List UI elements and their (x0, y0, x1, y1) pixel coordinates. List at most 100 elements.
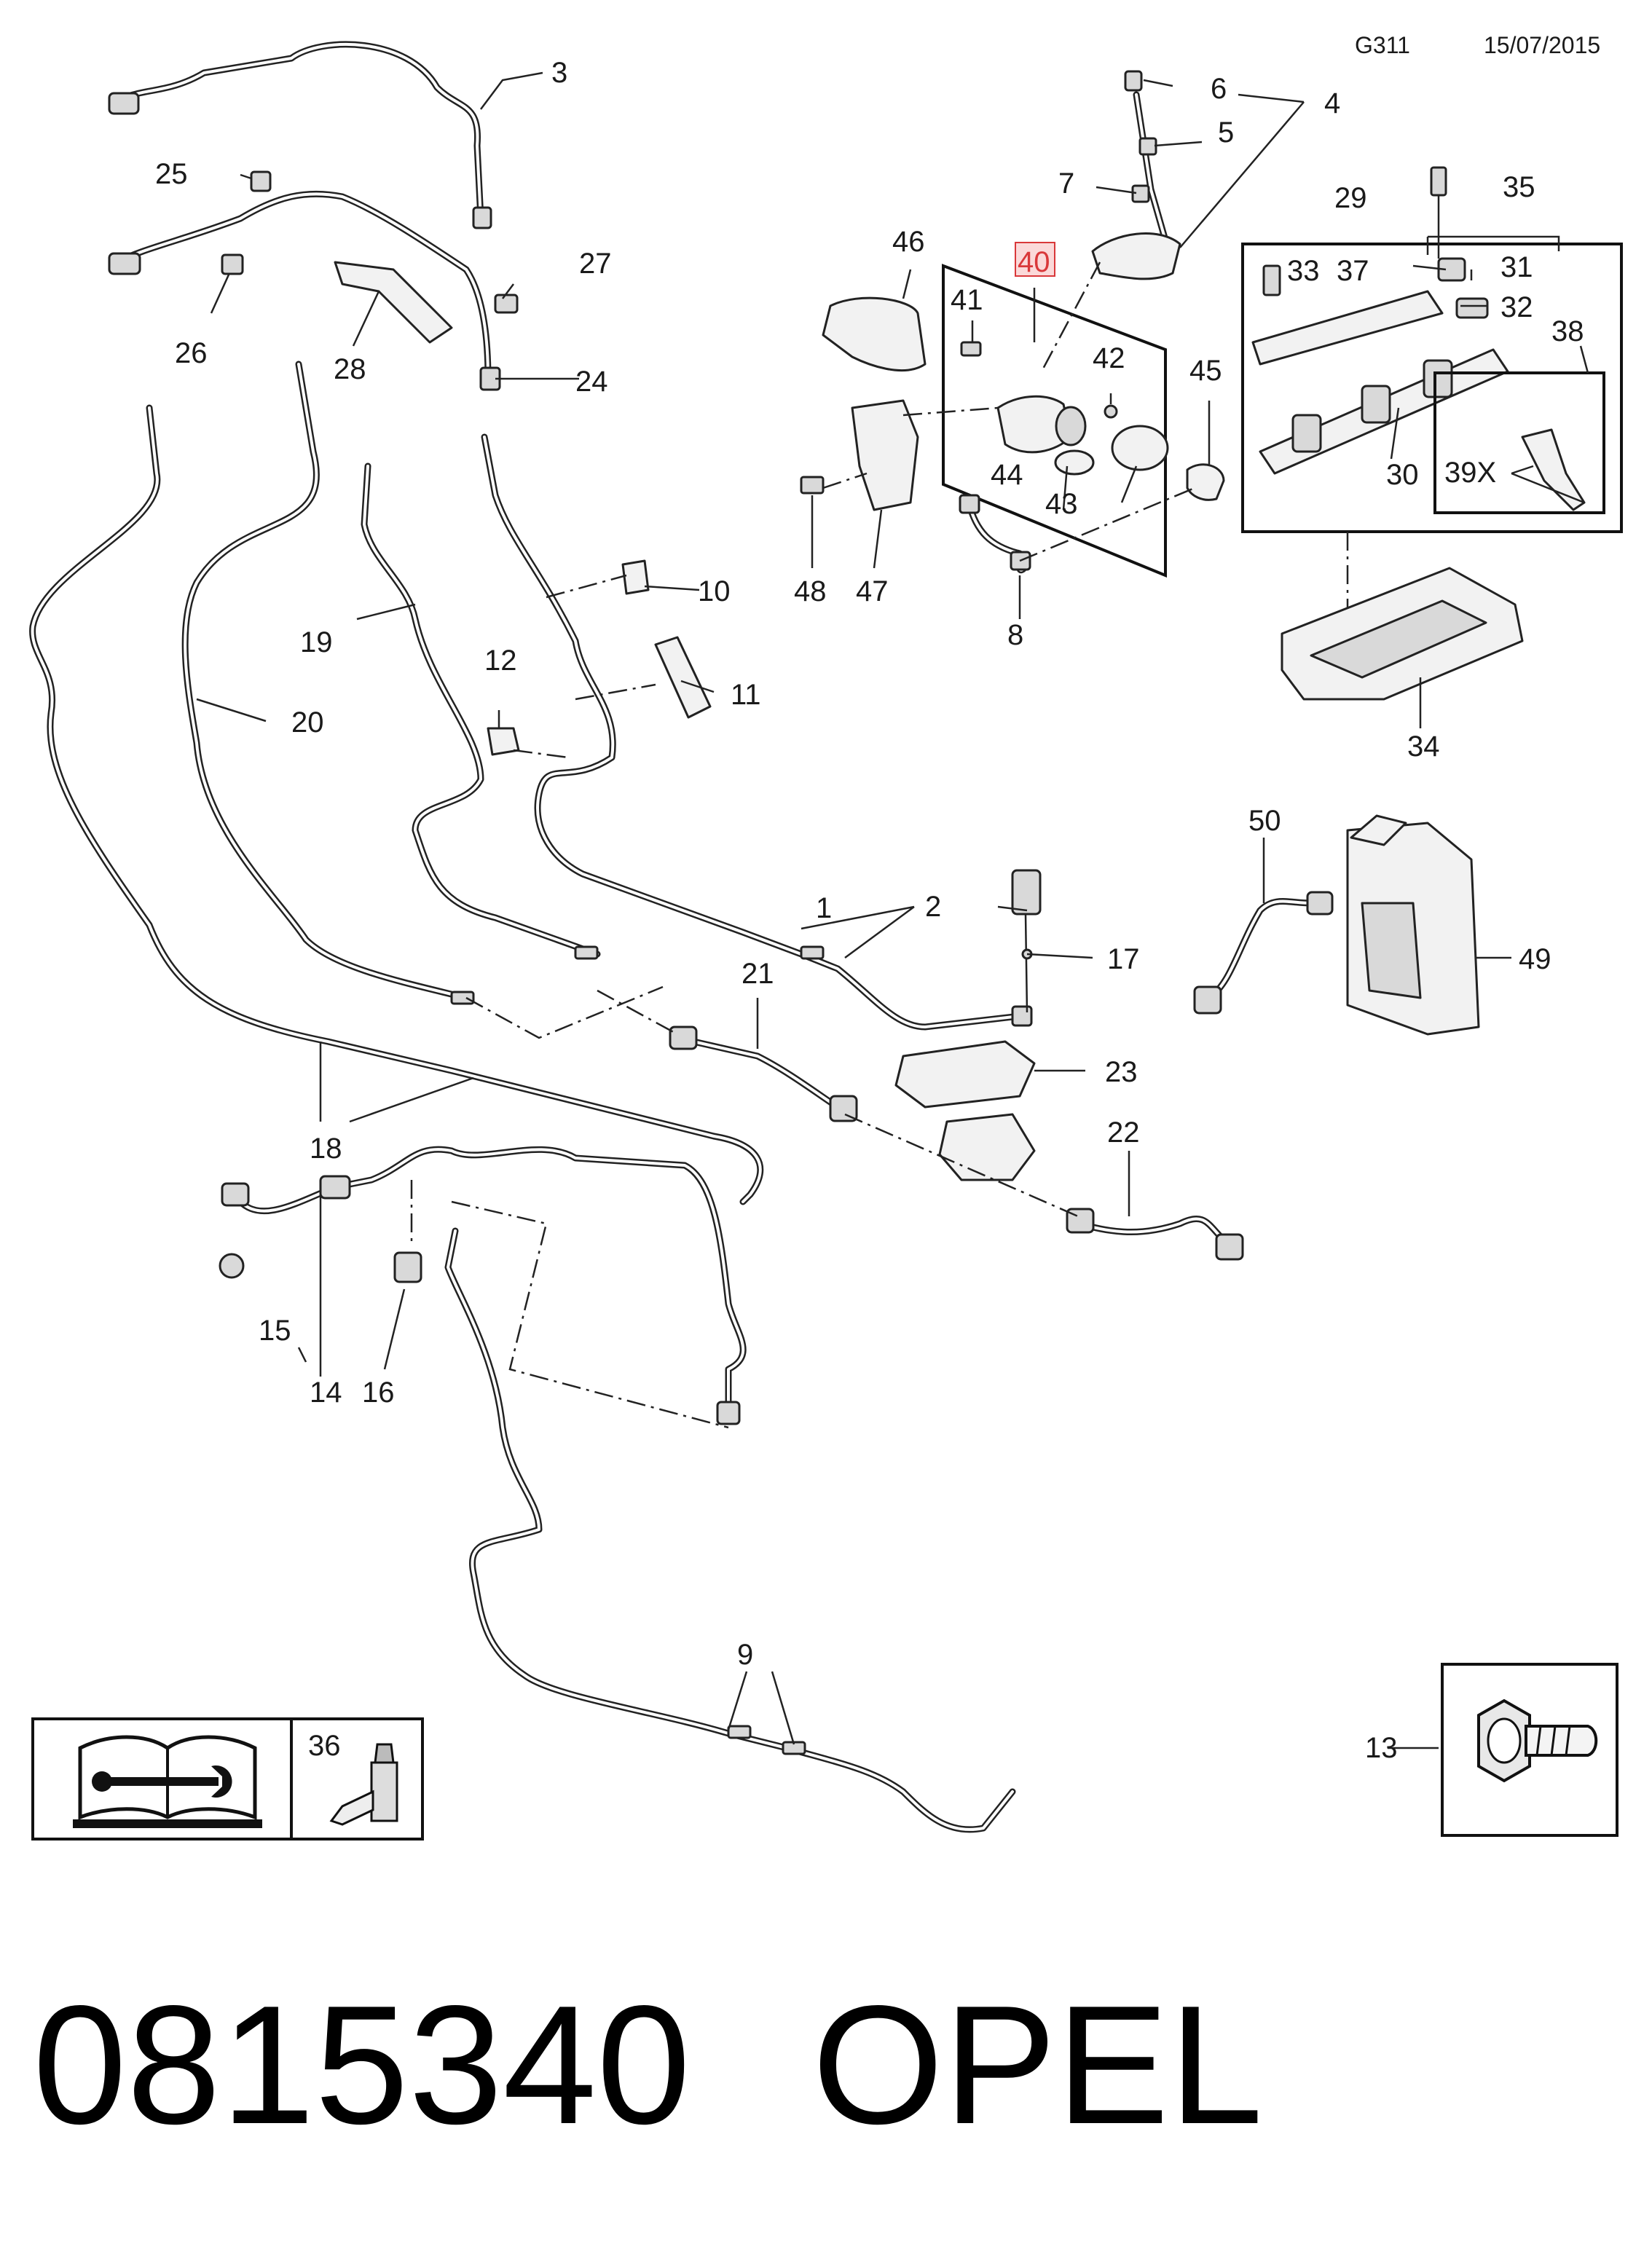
manifold-runners (1310, 599, 1487, 679)
diagram-code: G311 (1355, 32, 1410, 58)
clip-16 (393, 1251, 422, 1283)
bolt-48 (800, 476, 825, 495)
brand-name: OPEL (812, 1971, 1263, 2160)
callout-33: 33 (1287, 255, 1320, 287)
canister-cap (1350, 814, 1407, 846)
callout-37: 37 (1337, 255, 1369, 287)
clip-26 (221, 253, 244, 275)
clip-27 (494, 294, 519, 314)
clip-10 (621, 559, 650, 595)
fuel-rail-box (1241, 166, 1623, 626)
callout-32: 32 (1500, 291, 1533, 323)
clip-25 (250, 170, 272, 192)
connector-50b (1306, 891, 1334, 916)
sealant-tube-icon (329, 1743, 398, 1826)
pump-assembly-box (800, 264, 1225, 578)
callout-40-highlight (1015, 242, 1055, 277)
callout-2: 2 (925, 891, 941, 923)
fitting-8a (959, 494, 980, 514)
callout-48: 48 (794, 575, 827, 607)
callout-43: 43 (1045, 488, 1078, 520)
callout-12: 12 (484, 645, 517, 677)
callout-27: 27 (579, 248, 612, 280)
connector-21a (669, 1025, 698, 1050)
washer-42 (1104, 404, 1118, 419)
callout-11: 11 (731, 679, 761, 711)
callout-18: 18 (310, 1133, 342, 1165)
callout-44: 44 (991, 459, 1023, 491)
sleeve-19 (574, 945, 599, 960)
connector-3b (472, 206, 492, 229)
evap-canister-group (1193, 814, 1480, 1036)
part-number: 0815340 (33, 1971, 691, 2160)
callout-4: 4 (1324, 87, 1340, 119)
callout-31: 31 (1500, 251, 1533, 283)
leader-lines (196, 71, 1589, 1749)
service-manual-legend: 36 (31, 1717, 424, 1841)
valve-23 (894, 1040, 1036, 1109)
injector-frame-38 (1433, 371, 1605, 514)
bracket-47 (851, 399, 919, 511)
callout-45: 45 (1189, 355, 1222, 387)
callout-6: 6 (1211, 73, 1227, 105)
callout-30: 30 (1386, 459, 1419, 491)
pump-flange (1055, 406, 1087, 446)
callout-9: 9 (737, 1639, 753, 1671)
callout-16: 16 (362, 1377, 395, 1409)
sleeve-9a (727, 1725, 752, 1739)
hex-flange-bolt-icon (1477, 1698, 1598, 1783)
callout-36: 36 (308, 1730, 341, 1762)
seal-45 (1186, 463, 1225, 501)
fitting-5 (1138, 137, 1157, 156)
callout-13: 13 (1365, 1732, 1398, 1764)
bolt-35 (1430, 166, 1447, 197)
connector-21b (829, 1095, 858, 1122)
legend-frame (31, 1717, 424, 1841)
fitting-14 (319, 1175, 351, 1200)
bracket-23b (938, 1113, 1036, 1181)
clip-11 (654, 636, 712, 719)
injector-39x (1521, 428, 1586, 511)
bolt-frame (1441, 1663, 1618, 1837)
injector-c (1423, 359, 1453, 398)
callout-42: 42 (1093, 342, 1125, 374)
bolt-41 (960, 341, 982, 357)
hp-line-4 (1040, 70, 1181, 372)
callout-28: 28 (334, 353, 366, 385)
clip-15 (219, 1253, 245, 1279)
callout-46: 46 (892, 226, 925, 258)
rail-bracket (1251, 290, 1444, 366)
callout-21: 21 (742, 958, 774, 990)
callout-3: 3 (551, 57, 567, 89)
rail-frame (1241, 243, 1623, 533)
fuel-line-group-top (108, 41, 519, 391)
canister-grille (1361, 902, 1422, 999)
sensor-2 (1011, 869, 1042, 916)
connector-24a (108, 252, 141, 275)
callout-1: 1 (816, 892, 832, 924)
sleeve-20 (450, 991, 475, 1005)
callout-50: 50 (1248, 805, 1281, 837)
callout-10: 10 (698, 575, 731, 607)
connector-14a (221, 1182, 250, 1207)
connector-22b (1215, 1233, 1244, 1261)
callout-15: 15 (259, 1315, 291, 1347)
callout-25: 25 (155, 158, 188, 190)
callout-8: 8 (1007, 619, 1023, 651)
callout-35: 35 (1503, 171, 1535, 203)
gasket-43 (1111, 425, 1169, 471)
pipe-body-4 (1091, 232, 1181, 280)
callout-39x: 39X (1444, 457, 1496, 489)
bolt-33 (1262, 264, 1281, 296)
pressure-sensor-32 (1455, 297, 1489, 319)
purge-line-group (219, 1146, 747, 1425)
sleeve-1 (800, 945, 825, 960)
callout-labels: 3 6 4 5 7 25 27 26 28 24 46 40 41 42 45 … (155, 57, 1584, 1764)
callout-40: 40 (1018, 246, 1050, 278)
callout-5: 5 (1218, 117, 1234, 149)
vapor-line-group (669, 1025, 1244, 1261)
callout-24: 24 (575, 366, 608, 398)
callout-22: 22 (1107, 1117, 1140, 1149)
oring-44 (1054, 449, 1095, 476)
callout-41: 41 (951, 284, 983, 316)
